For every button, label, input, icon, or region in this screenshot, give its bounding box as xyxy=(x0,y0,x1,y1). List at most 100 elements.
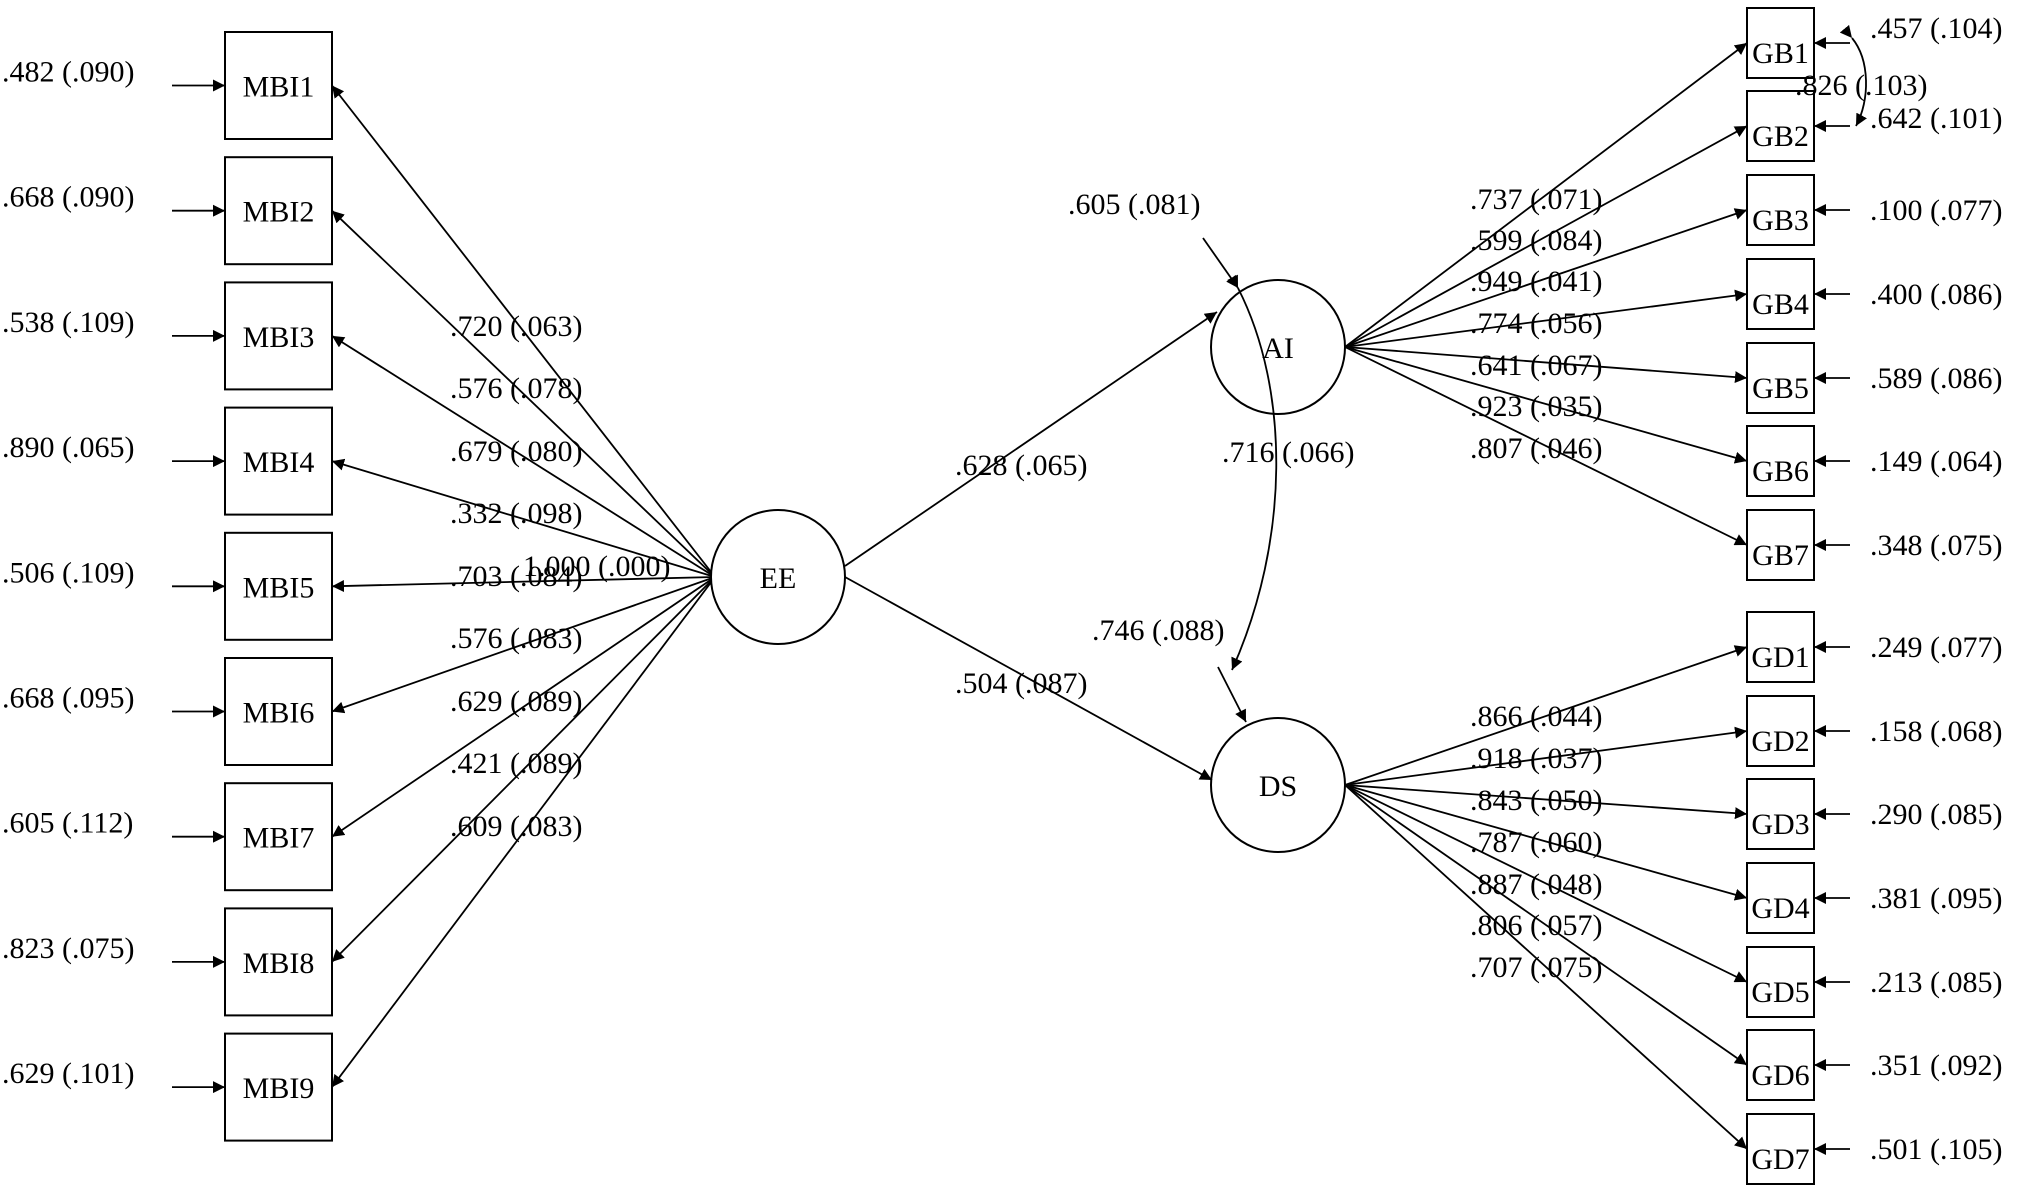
mbi-indicator-box xyxy=(224,782,333,892)
mbi-loading-arrow xyxy=(331,210,716,578)
gd-loading-arrow xyxy=(1344,784,1748,1150)
gd-indicator-label: GD5 xyxy=(1751,976,1809,1009)
mbi-loading-arrow xyxy=(331,458,716,578)
mbi-error-label: .823 (.075) xyxy=(2,932,134,965)
gd-indicator-box xyxy=(1746,1029,1815,1101)
mbi-loading-label: .703 (.084) xyxy=(450,560,582,593)
ds-factor-label: DS xyxy=(1259,770,1297,803)
ai-residual-label: .605 (.081) xyxy=(1068,188,1200,221)
gb-loading-label: .641 (.067) xyxy=(1470,349,1602,382)
gb-loading-arrow xyxy=(1344,346,1748,464)
gb-error-label: .100 (.077) xyxy=(1870,194,2002,227)
gb-error-label: .348 (.075) xyxy=(1870,529,2002,562)
gb-indicator-label: GB3 xyxy=(1752,204,1809,237)
ai-factor xyxy=(1210,279,1346,415)
gd-loading-label: .843 (.050) xyxy=(1470,784,1602,817)
mbi-indicator-label: MBI4 xyxy=(243,446,315,479)
mbi-loading-label: .679 (.080) xyxy=(450,435,582,468)
mbi-loading-label: .720 (.063) xyxy=(450,310,582,343)
mbi-indicator-label: MBI3 xyxy=(243,321,315,354)
mbi-indicator-box xyxy=(224,1032,333,1142)
gb1-gb2-covariance-label: .826 (.103) xyxy=(1795,69,1927,102)
gd-loading-arrow xyxy=(1344,784,1748,983)
gb-indicator-box xyxy=(1746,342,1815,414)
path-ee-ai-label: .628 (.065) xyxy=(955,449,1087,482)
gb-error-label: .589 (.086) xyxy=(1870,362,2002,395)
gd-loading-arrow xyxy=(1344,645,1748,786)
ds-residual-arrow xyxy=(1217,666,1247,723)
gb-loading-label: .949 (.041) xyxy=(1470,265,1602,298)
gd-error-label: .351 (.092) xyxy=(1870,1049,2002,1082)
path-ee-ds xyxy=(844,576,1213,781)
mbi-error-label: .890 (.065) xyxy=(2,431,134,464)
mbi-indicator-box xyxy=(224,156,333,266)
gb-indicator-label: GB6 xyxy=(1752,455,1809,488)
gb-loading-label: .737 (.071) xyxy=(1470,183,1602,216)
gb-loading-arrow xyxy=(1344,346,1748,384)
mbi-loading-label: .609 (.083) xyxy=(450,810,582,843)
mbi-error-label: .538 (.109) xyxy=(2,306,134,339)
mbi-indicator-box xyxy=(224,531,333,641)
mbi-loading-label: .421 (.089) xyxy=(450,747,582,780)
gb-loading-arrow xyxy=(1344,42,1748,348)
gb-indicator-box xyxy=(1746,7,1815,79)
gd-indicator-label: GD4 xyxy=(1751,892,1809,925)
gd-indicator-box xyxy=(1746,695,1815,767)
gb-indicator-box xyxy=(1746,425,1815,497)
gd-indicator-box xyxy=(1746,862,1815,934)
mbi-indicator-label: MBI8 xyxy=(243,947,315,980)
gd-indicator-label: GD2 xyxy=(1751,725,1809,758)
ai-ds-covariance-arrow xyxy=(1227,274,1278,671)
mbi-loading-arrow xyxy=(331,576,716,1088)
gb-error-label: .400 (.086) xyxy=(1870,278,2002,311)
gb-loading-arrow xyxy=(1344,125,1748,348)
gd-indicator-label: GD6 xyxy=(1751,1059,1809,1092)
mbi-indicator-label: MBI7 xyxy=(243,822,315,855)
mbi-indicator-label: MBI2 xyxy=(243,196,315,229)
mbi-error-label: .668 (.090) xyxy=(2,181,134,214)
mbi-loading-label: .629 (.089) xyxy=(450,685,582,718)
gb-loading-label: .774 (.056) xyxy=(1470,307,1602,340)
mbi-indicator-box xyxy=(224,907,333,1017)
gd-error-label: .213 (.085) xyxy=(1870,966,2002,999)
gb-error-label: .149 (.064) xyxy=(1870,445,2002,478)
gd-indicator-label: GD7 xyxy=(1751,1143,1809,1176)
gd-error-label: .290 (.085) xyxy=(1870,798,2002,831)
ai-factor-label: AI xyxy=(1262,332,1294,365)
gd-loading-label: .918 (.037) xyxy=(1470,742,1602,775)
path-ee-ai xyxy=(844,311,1218,567)
gb-indicator-label: GB1 xyxy=(1752,37,1809,70)
gb-indicator-box xyxy=(1746,509,1815,581)
gd-indicator-box xyxy=(1746,778,1815,850)
ds-factor xyxy=(1210,717,1346,853)
gb-loading-label: .923 (.035) xyxy=(1470,390,1602,423)
gb-indicator-box xyxy=(1746,174,1815,246)
gb-loading-arrow xyxy=(1344,289,1748,348)
gd-error-label: .501 (.105) xyxy=(1870,1133,2002,1166)
ee-factor-label: EE xyxy=(760,562,797,595)
gd-indicator-box xyxy=(1746,1113,1815,1185)
gd-indicator-box xyxy=(1746,611,1815,683)
gb1-gb2-covariance-arrow xyxy=(1839,24,1867,127)
gd-indicator-box xyxy=(1746,946,1815,1018)
gd-error-label: .158 (.068) xyxy=(1870,715,2002,748)
gd-error-label: .381 (.095) xyxy=(1870,882,2002,915)
mbi-indicator-label: MBI6 xyxy=(243,697,315,730)
mbi-error-label: .506 (.109) xyxy=(2,556,134,589)
gb-indicator-label: GB5 xyxy=(1752,372,1809,405)
gb-indicator-box xyxy=(1746,258,1815,330)
gd-loading-arrow xyxy=(1344,784,1748,820)
gd-error-label: .249 (.077) xyxy=(1870,631,2002,664)
gb-error-label: .642 (.101) xyxy=(1870,102,2002,135)
gd-loading-label: .866 (.044) xyxy=(1470,700,1602,733)
mbi-loading-label: .332 (.098) xyxy=(450,497,582,530)
mbi-indicator-label: MBI5 xyxy=(243,571,315,604)
mbi-loading-arrow xyxy=(331,84,716,578)
mbi-indicator-label: MBI1 xyxy=(243,71,315,104)
path-ee-ds-label: .504 (.087) xyxy=(955,667,1087,700)
mbi-loading-label: .576 (.083) xyxy=(450,622,582,655)
gd-indicator-label: GD3 xyxy=(1751,808,1809,841)
mbi-loading-arrow xyxy=(331,576,716,838)
mbi-indicator-label: MBI9 xyxy=(243,1072,315,1105)
